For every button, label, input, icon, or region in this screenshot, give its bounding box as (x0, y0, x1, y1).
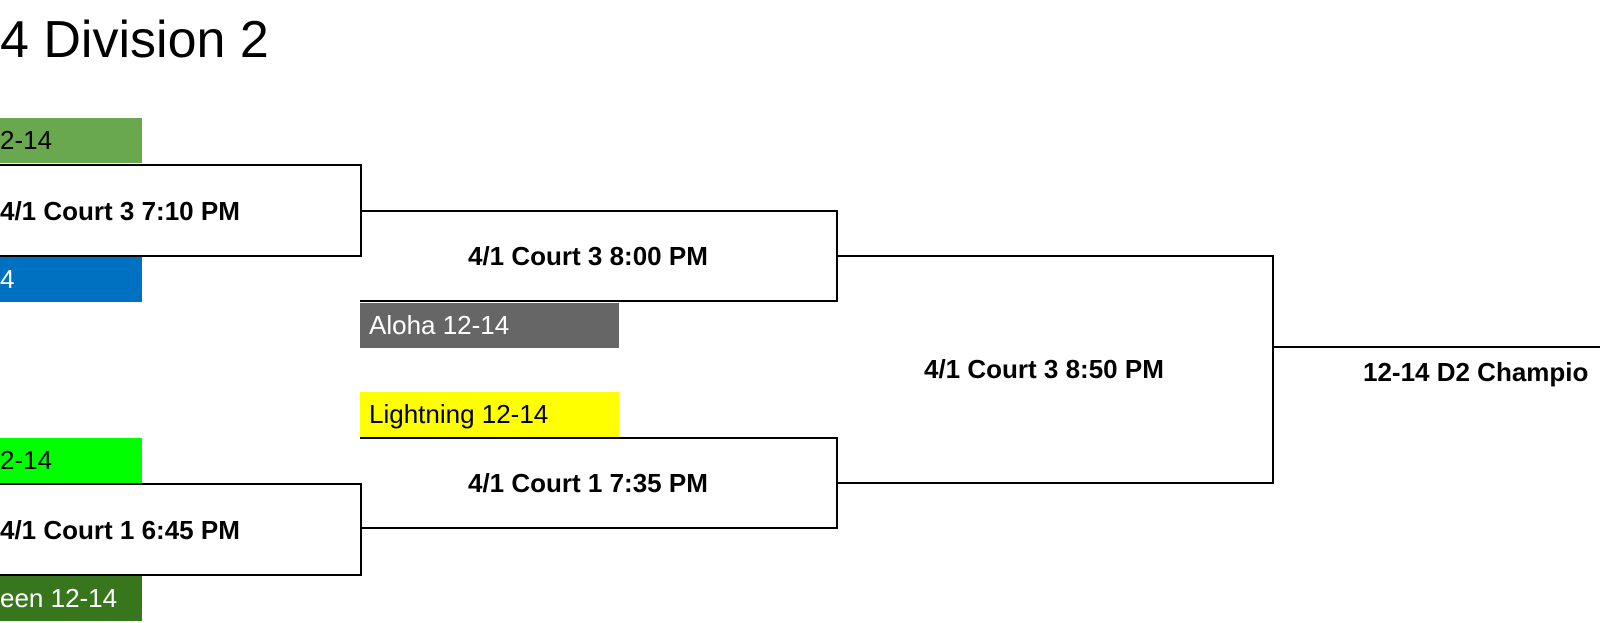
bracket-line (836, 437, 838, 529)
page-title: 4 Division 2 (0, 11, 269, 69)
bracket-line (360, 483, 362, 575)
bracket-line (0, 574, 362, 576)
bracket-line (1272, 255, 1274, 484)
bracket-line (838, 255, 1274, 257)
bracket-line (360, 164, 362, 256)
game-label-r1-top: 4/1 Court 3 7:10 PM (0, 196, 240, 226)
game-label-r2-top: 4/1 Court 3 8:00 PM (468, 241, 708, 271)
bracket-line (0, 483, 362, 485)
bracket-line (362, 210, 838, 212)
team-slot-r1-bottom-a: 2-14 (0, 438, 142, 483)
team-slot-r1-top-b: 4 (0, 257, 142, 302)
game-label-r1-bottom: 4/1 Court 1 6:45 PM (0, 515, 240, 545)
bracket-line (360, 437, 838, 439)
bracket-line (838, 482, 1274, 484)
champion-label: 12-14 D2 Champio (1363, 357, 1589, 387)
team-slot-aloha: Aloha 12-14 (360, 303, 619, 348)
bracket-line (360, 300, 838, 302)
bracket-line (360, 527, 838, 529)
team-slot-r1-bottom-b: een 12-14 (0, 576, 142, 621)
team-slot-lightning: Lightning 12-14 (360, 392, 619, 437)
bracket-line (836, 210, 838, 302)
game-label-r2-bottom: 4/1 Court 1 7:35 PM (468, 468, 708, 498)
bracket-line (0, 255, 362, 257)
bracket-line (1274, 346, 1600, 348)
game-label-final: 4/1 Court 3 8:50 PM (924, 354, 1164, 384)
team-slot-r1-top-a: 2-14 (0, 118, 142, 163)
bracket-line (0, 164, 362, 166)
